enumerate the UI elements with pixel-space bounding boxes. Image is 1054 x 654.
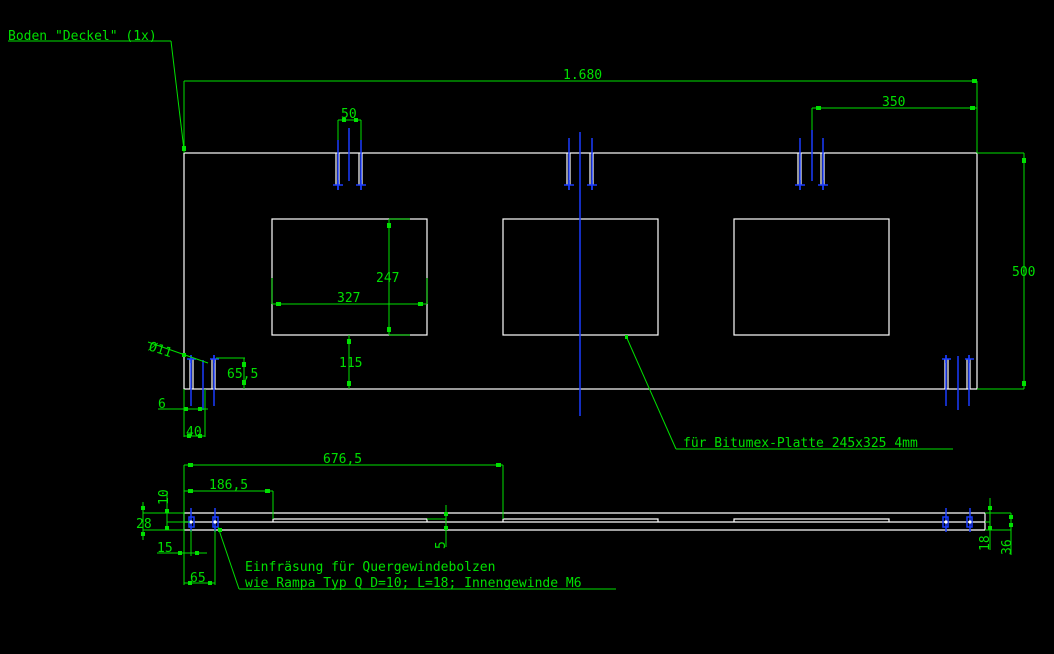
dim-label-65: 65: [190, 571, 206, 586]
dim-label-676-5: 676,5: [323, 452, 362, 467]
dim-label-6: 6: [158, 397, 166, 412]
recess-right: [733, 518, 890, 522]
hole-pair-center: [564, 138, 597, 190]
hole-center-mark-icon: [795, 180, 828, 190]
hole-center-mark-icon: [564, 180, 597, 190]
dim-label-1680: 1.680: [563, 68, 602, 83]
dim-label-5: 5: [434, 541, 449, 549]
dim-overall-height: 500: [977, 152, 1035, 390]
bore-center-mark-icon: [942, 355, 974, 363]
dim-label-247: 247: [376, 271, 399, 286]
dim-hole-offset: 15: [157, 530, 207, 556]
bore-center-mark-icon: [187, 355, 219, 363]
part-title-label: Boden "Deckel" (1x): [8, 29, 157, 44]
dim-label-18: 18: [978, 535, 993, 551]
dim-label-50: 50: [341, 107, 357, 122]
dim-label-500: 500: [1012, 265, 1035, 280]
bolt-marks-left: [188, 508, 219, 532]
cutout-note-callout: für Bitumex-Platte 245x325 4mm: [625, 335, 953, 451]
dim-label-28: 28: [136, 517, 152, 532]
dim-recess-start: 186,5: [184, 478, 274, 519]
dim-recess-depth: 5: [427, 505, 449, 549]
dim-hole-spacing: 50: [337, 107, 362, 140]
dim-label-65-5: 65,5: [227, 367, 258, 382]
recess-left: [272, 518, 428, 522]
dim-bore-diameter: Ø11: [147, 340, 209, 364]
bolt-note-callout: Einfräsung für Quergewindebolzen wie Ram…: [217, 526, 616, 591]
bolt-note-line2: wie Rampa Typ Q D=10; L=18; Innengewinde…: [245, 576, 582, 591]
cutout-left: [271, 218, 428, 336]
side-view: 676,5 186,5 10 28: [136, 452, 1015, 591]
dim-label-350: 350: [882, 95, 905, 110]
dim-thickness-right-outer: 36: [1000, 513, 1015, 555]
recess-center: [502, 518, 659, 522]
title-leader-line: [170, 40, 185, 151]
bolt-marks-right: [942, 508, 973, 532]
dim-cutout-height: 247: [376, 218, 410, 336]
dim-bore-depth: 65,5: [216, 357, 258, 389]
dim-hole-spacing-side: 65: [184, 530, 216, 586]
cutout-right: [733, 218, 890, 336]
dim-thickness-right-inner: 18: [978, 498, 1011, 551]
dim-edge-to-hole: 350: [811, 95, 977, 130]
dim-label-40: 40: [186, 425, 202, 440]
bore-pair-bottom-left: [187, 355, 219, 410]
dim-recess-position: 676,5: [183, 452, 504, 585]
dim-label-186-5: 186,5: [209, 478, 248, 493]
dim-label-diameter: Ø11: [147, 340, 174, 362]
dim-label-10: 10: [157, 489, 172, 505]
dim-thickness-left: 28: [136, 502, 184, 540]
dim-top-offset: 10: [157, 489, 190, 530]
hole-pair-right: [795, 130, 828, 190]
bore-pair-bottom-right: [942, 355, 974, 410]
dim-label-115: 115: [339, 356, 362, 371]
dim-overall-width: 1.680: [183, 68, 978, 153]
dim-label-36: 36: [1000, 539, 1015, 555]
dim-label-15: 15: [157, 541, 173, 556]
hole-center-mark-icon: [333, 180, 366, 190]
dim-cutout-to-edge: 115: [339, 335, 362, 389]
bolt-note-line1: Einfräsung für Quergewindebolzen: [245, 560, 495, 575]
dim-cutout-width: 327: [271, 278, 428, 306]
dim-bore-offset: 40: [184, 389, 206, 440]
cutout-note-label: für Bitumex-Platte 245x325 4mm: [683, 436, 918, 451]
dim-label-327: 327: [337, 291, 360, 306]
hole-pair-left: [333, 128, 366, 190]
title-callout: Boden "Deckel" (1x): [8, 29, 186, 151]
top-view: 1.680 350 50 500: [147, 68, 1036, 451]
dim-edge-offset: 6: [158, 389, 208, 437]
